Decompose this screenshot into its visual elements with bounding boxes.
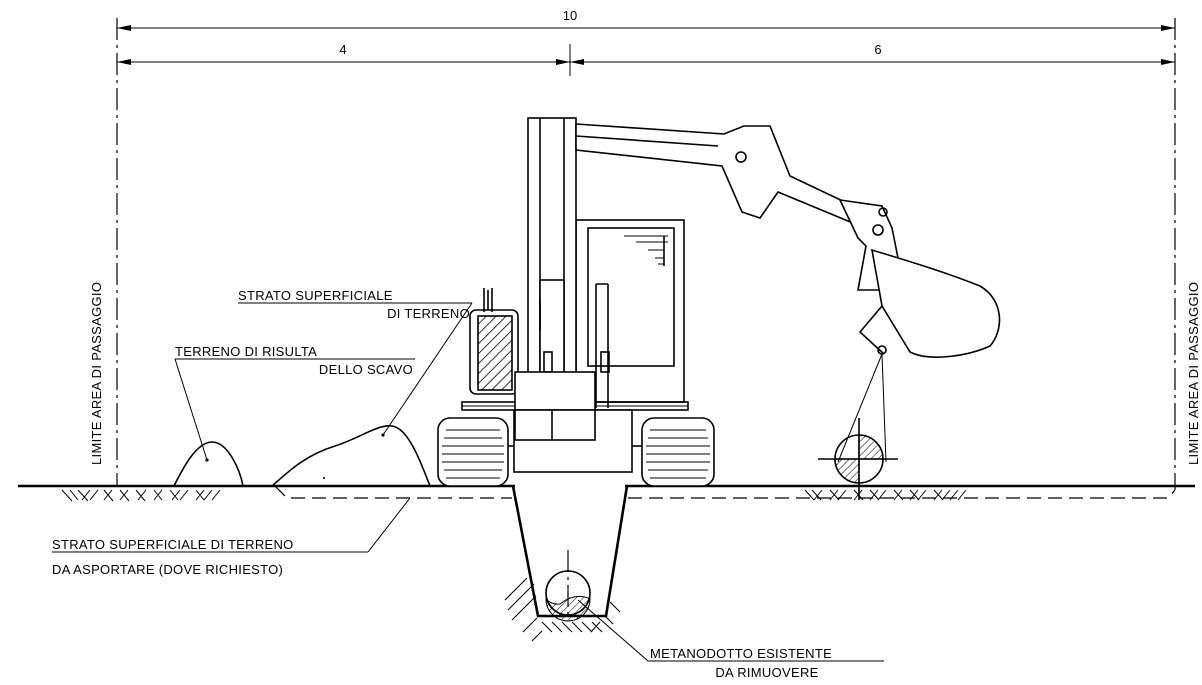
- spoil-pile-label-line1: TERRENO DI RISULTA: [175, 344, 317, 359]
- callout-pipeline: METANODOTTO ESISTENTE DA RIMUOVERE: [577, 599, 884, 680]
- left-track: [437, 417, 509, 487]
- topsoil-pile: [271, 425, 431, 487]
- dimension-right: 6: [570, 42, 1175, 65]
- ground-hatch-left: [61, 489, 221, 502]
- topsoil-pile-label-line1: STRATO SUPERFICIALE: [238, 288, 393, 303]
- lifted-pipe: [818, 353, 898, 500]
- callout-topsoil-removal: STRATO SUPERFICIALE DI TERRENO DA ASPORT…: [52, 497, 411, 577]
- boundary-label-right: LIMITE AREA DI PASSAGGIO: [1186, 282, 1201, 465]
- excavator: [437, 117, 1001, 487]
- topsoil-pile-label-line2: DI TERRENO: [387, 306, 470, 321]
- topsoil-removal-dashed-line: [274, 485, 1176, 499]
- pipeline-label-line2: DA RIMUOVERE: [715, 665, 818, 680]
- topsoil-removal-label-line1: STRATO SUPERFICIALE DI TERRENO: [52, 537, 294, 552]
- existing-pipeline: [545, 550, 591, 622]
- dimension-total-label: 10: [563, 8, 577, 23]
- right-track: [641, 417, 715, 487]
- spoil-pile: [173, 441, 244, 487]
- callout-topsoil-pile: STRATO SUPERFICIALE DI TERRENO: [238, 288, 473, 436]
- topsoil-removal-label-line2: DA ASPORTARE (DOVE RICHIESTO): [52, 562, 283, 577]
- callout-spoil-pile: TERRENO DI RISULTA DELLO SCAVO: [174, 344, 415, 461]
- dimension-right-label: 6: [874, 42, 881, 57]
- boundary-label-left: LIMITE AREA DI PASSAGGIO: [89, 282, 104, 465]
- spoil-pile-label-line2: DELLO SCAVO: [319, 362, 413, 377]
- dimension-left: 4: [117, 42, 570, 65]
- dimension-left-label: 4: [339, 42, 346, 57]
- pipeline-label-line1: METANODOTTO ESISTENTE: [650, 646, 832, 661]
- dimension-total: 10: [117, 8, 1175, 31]
- ground-hatch-right: [804, 489, 967, 501]
